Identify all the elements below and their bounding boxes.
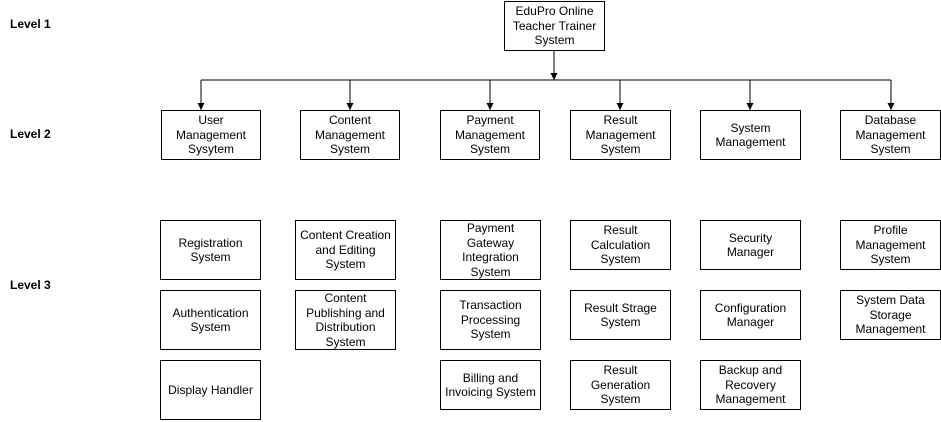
level-1-label: Level 1 [10,17,51,31]
registration-system-box: Registration System [160,220,261,280]
backup-recovery-box: Backup and Recovery Management [700,360,801,410]
payment-gateway-box: Payment Gateway Integration System [440,220,541,280]
system-data-storage-box: System Data Storage Management [840,290,941,340]
security-manager-box: Security Manager [700,220,801,270]
content-creation-box: Content Creation and Editing System [295,220,396,280]
profile-management-box: Profile Management System [840,220,941,270]
billing-invoicing-box: Billing and Invoicing System [440,360,541,410]
level-2-label: Level 2 [10,127,51,141]
content-management-box: Content Management System [300,110,400,160]
configuration-manager-box: Configuration Manager [700,290,801,340]
result-storage-box: Result Strage System [570,290,671,340]
content-publishing-box: Content Publishing and Distribution Syst… [295,290,396,350]
result-generation-box: Result Generation System [570,360,671,410]
user-management-box: User Management Sysytem [161,110,261,160]
result-calculation-box: Result Calculation System [570,220,671,270]
database-management-box: Database Management System [840,110,941,160]
level-3-label: Level 3 [10,278,51,292]
display-handler-box: Display Handler [160,360,261,420]
payment-management-box: Payment Management System [440,110,540,160]
root-system-box: EduPro Online Teacher Trainer System [504,1,605,51]
result-management-box: Result Management System [570,110,671,160]
authentication-system-box: Authentication System [160,290,261,350]
system-management-box: System Management [700,110,801,160]
transaction-processing-box: Transaction Processing System [440,290,541,350]
